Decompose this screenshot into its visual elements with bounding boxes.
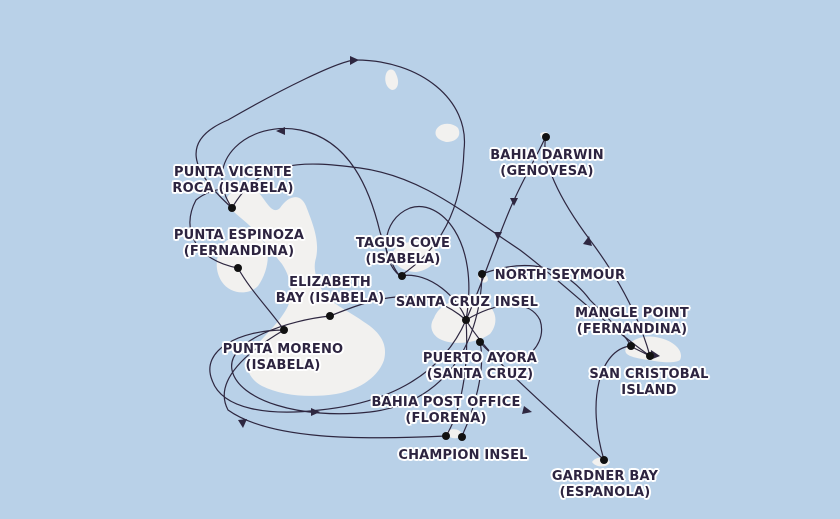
island-isabela (226, 188, 386, 396)
label-gardner-bay: GARDNER BAY (ESPANOLA) (551, 469, 659, 500)
route-segment (445, 319, 468, 437)
label-punta-moreno: PUNTA MORENO (ISABELA) (222, 342, 344, 373)
marker-punta-moreno[interactable] (280, 326, 288, 334)
label-champion-insel: CHAMPION INSEL (398, 448, 528, 463)
arrow-marker (311, 408, 320, 416)
island-marchena (435, 123, 460, 142)
arrow-marker (522, 406, 532, 414)
route-segment (209, 319, 467, 413)
arrow-marker (276, 127, 285, 135)
label-punta-espinoza: PUNTA ESPINOZA (FERNANDINA) (173, 228, 305, 259)
marker-north-seymour[interactable] (478, 270, 486, 278)
label-elizabeth-bay: ELIZABETH BAY (ISABELA) (275, 275, 385, 306)
marker-puerto-ayora[interactable] (476, 338, 484, 346)
island-pinta (385, 69, 399, 90)
route-segment (195, 59, 466, 277)
marker-santa-cruz-insel[interactable] (462, 316, 470, 324)
marker-san-cristobal[interactable] (646, 352, 654, 360)
route-segment (189, 186, 283, 269)
arrow-marker (583, 236, 592, 246)
marker-punta-vicente-roca[interactable] (228, 204, 236, 212)
arrow-marker (350, 56, 359, 65)
label-north-seymour: NORTH SEYMOUR (494, 268, 626, 283)
route-segment (385, 206, 470, 321)
marker-gardner-bay[interactable] (600, 456, 608, 464)
island-fernandina (216, 235, 268, 293)
route-segment (231, 163, 651, 357)
label-puerto-ayora: PUERTO AYORA (SANTA CRUZ) (422, 351, 538, 382)
route-segment (237, 267, 285, 331)
route-lines (189, 59, 651, 461)
marker-mangle-point[interactable] (627, 342, 635, 350)
marker-bahia-darwin[interactable] (542, 133, 550, 141)
route-segment (595, 345, 631, 461)
marker-punta-espinoza[interactable] (234, 264, 242, 272)
label-san-cristobal: SAN CRISTOBAL ISLAND (589, 367, 709, 398)
island-san-cristobal (625, 336, 682, 363)
marker-elizabeth-bay[interactable] (326, 312, 334, 320)
marker-tagus-cove[interactable] (398, 272, 406, 280)
arrow-marker (494, 232, 502, 240)
label-mangle-point: MANGLE POINT (FERNANDINA) (575, 306, 689, 337)
route-segment (399, 274, 543, 361)
label-bahia-darwin: BAHIA DARWIN (GENOVESA) (490, 148, 604, 179)
island-floreana (446, 429, 462, 439)
label-bahia-post-office: BAHIA POST OFFICE (FLORENA) (371, 395, 521, 426)
route-segment (461, 341, 483, 437)
label-punta-vicente-roca: PUNTA VICENTE ROCA (ISABELA) (172, 165, 294, 196)
label-santa-cruz-insel: SANTA CRUZ INSEL (395, 295, 539, 310)
arrow-marker (238, 419, 247, 428)
arrow-marker (510, 198, 518, 206)
label-tagus-cove: TAGUS COVE (ISABELA) (355, 236, 451, 267)
route-segment (231, 273, 483, 415)
island-santiago (392, 241, 436, 272)
route-segment (465, 319, 605, 461)
islands (216, 69, 682, 467)
route-segment (223, 329, 447, 439)
route-segment (481, 265, 631, 347)
marker-champion-insel[interactable] (458, 433, 466, 441)
port-markers (228, 133, 654, 464)
route-segment (465, 135, 547, 321)
marker-bahia-post-office[interactable] (442, 432, 450, 440)
route-segment (329, 296, 467, 321)
